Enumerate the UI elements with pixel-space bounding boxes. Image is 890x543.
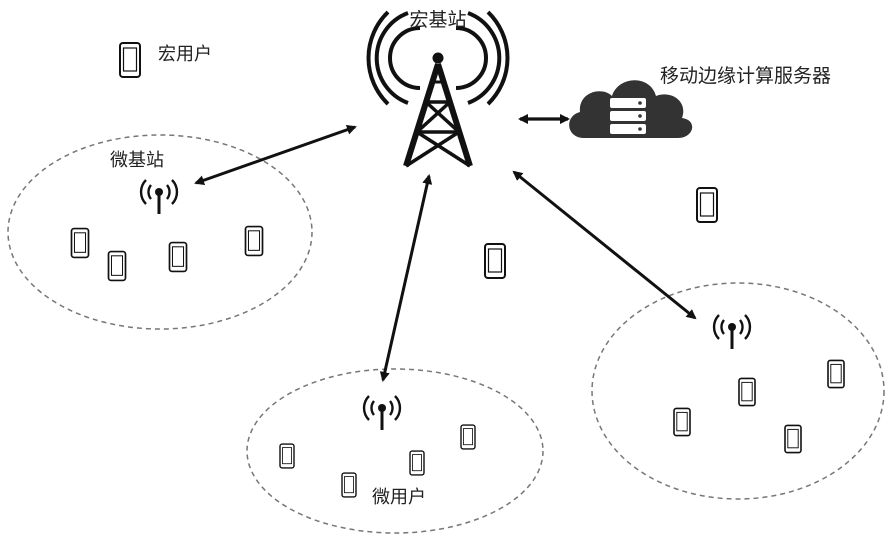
phone-icon bbox=[828, 360, 844, 387]
macro-tower-icon bbox=[368, 12, 507, 166]
micro-antenna-icon bbox=[364, 396, 400, 430]
link-tower-left-cell bbox=[196, 127, 355, 183]
phone-icon bbox=[485, 244, 505, 278]
phone-icon bbox=[246, 227, 263, 256]
micro-antenna-icon bbox=[141, 180, 177, 214]
phone-icon bbox=[461, 425, 475, 449]
phone-icon bbox=[674, 408, 690, 435]
phone-icon bbox=[109, 252, 126, 281]
macro-base-station-label: 宏基站 bbox=[409, 9, 466, 31]
micro-antenna-icon bbox=[714, 315, 750, 349]
mec-server-label: 移动边缘计算服务器 bbox=[660, 65, 831, 87]
link-tower-bottom-cell bbox=[383, 176, 429, 380]
phone-icon bbox=[697, 188, 717, 222]
phone-icon bbox=[785, 425, 801, 452]
phone-icon bbox=[342, 473, 356, 497]
phone-icon bbox=[410, 451, 424, 475]
micro-user-label: 微用户 bbox=[372, 487, 426, 508]
micro-base-station-label: 微基站 bbox=[110, 150, 164, 171]
cloud-server-icon bbox=[569, 80, 692, 138]
phone-icon bbox=[739, 378, 755, 405]
micro-cell-right bbox=[592, 283, 884, 499]
phone-icon bbox=[72, 229, 89, 258]
macro-user-legend-label: 宏用户 bbox=[158, 44, 212, 65]
phone-icon bbox=[170, 243, 187, 272]
phone-icon bbox=[280, 444, 294, 468]
link-tower-right-cell bbox=[514, 172, 695, 318]
phone-icon bbox=[120, 43, 140, 77]
